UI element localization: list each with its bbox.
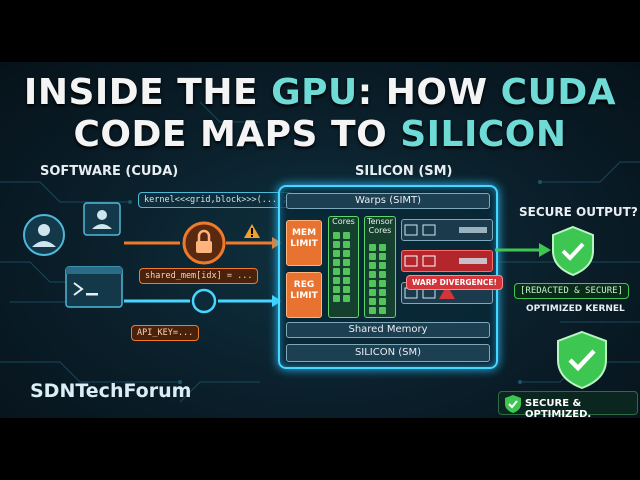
core-cell <box>343 295 350 302</box>
circuit-background <box>0 101 640 403</box>
core-cell <box>369 271 376 278</box>
core-cell <box>369 298 376 305</box>
title-line-2: CODE MAPS TO SILICON <box>73 114 567 155</box>
tensor-cores-label: Tensor Cores <box>367 217 393 235</box>
cores-label: Cores <box>332 217 355 226</box>
core-cell <box>333 268 340 275</box>
api-key-pill: API_KEY=... <box>131 325 200 341</box>
core-cell <box>333 250 340 257</box>
optimized-kernel-label: OPTIMIZED KERNEL <box>526 304 625 314</box>
software-label: SOFTWARE (CUDA) <box>40 164 179 179</box>
reg-limit: REG LIMIT <box>286 272 322 318</box>
kernel-call-pill: kernel<<<grid,block>>>(...); <box>138 192 294 208</box>
core-cell <box>369 307 376 314</box>
warp-divergence-badge: WARP DIVERGENCE! <box>406 275 503 290</box>
core-cell <box>379 271 386 278</box>
secure-optimized-badge: SECURE & OPTIMIZED. <box>498 391 638 420</box>
core-cell <box>343 268 350 275</box>
shield-check-icon-top <box>552 225 594 277</box>
letterbox-bottom <box>0 418 640 480</box>
output-arrow <box>495 243 551 257</box>
warp-details <box>404 224 487 299</box>
letterbox-top <box>0 0 640 62</box>
silicon-label: SILICON (SM) <box>355 164 453 179</box>
brand-label: SDNTechForum <box>30 380 192 402</box>
shield-check-icon-small <box>505 395 521 413</box>
core-cell <box>379 280 386 287</box>
shared-mem-pill: shared_mem[idx] = ... <box>139 268 259 284</box>
secure-output-label: SECURE OUTPUT? <box>519 205 638 219</box>
core-cell <box>343 250 350 257</box>
core-cell <box>369 289 376 296</box>
core-cell <box>379 298 386 305</box>
silicon-sm-bar: SILICON (SM) <box>286 344 490 362</box>
core-cell <box>333 295 340 302</box>
core-cell <box>369 280 376 287</box>
core-cell <box>333 241 340 248</box>
core-cell <box>369 244 376 251</box>
core-cell <box>343 277 350 284</box>
core-cell <box>379 253 386 260</box>
core-cell <box>333 259 340 266</box>
core-cell <box>379 289 386 296</box>
node-icon <box>191 288 217 314</box>
software-diagram <box>23 202 282 314</box>
divergence-warning-icon <box>439 285 455 299</box>
core-cell <box>333 232 340 239</box>
core-cell <box>369 262 376 269</box>
secure-optimized-text: SECURE & OPTIMIZED. <box>525 398 592 420</box>
core-cell <box>343 232 350 239</box>
redacted-secure-badge: [REDACTED & SECURE] <box>514 283 629 299</box>
shield-check-icon-bottom <box>557 330 607 390</box>
core-cell <box>379 307 386 314</box>
core-cell <box>333 286 340 293</box>
shared-memory-bar: Shared Memory <box>286 322 490 338</box>
core-cell <box>343 286 350 293</box>
core-cell <box>379 244 386 251</box>
core-cell <box>343 259 350 266</box>
warps-bar: Warps (SIMT) <box>286 193 490 209</box>
mem-limit: MEM LIMIT <box>286 220 322 266</box>
title-line-1: INSIDE THE GPU: HOW CUDA <box>23 72 617 113</box>
core-cell <box>369 253 376 260</box>
core-cell <box>333 277 340 284</box>
core-cell <box>343 241 350 248</box>
core-cell <box>379 262 386 269</box>
